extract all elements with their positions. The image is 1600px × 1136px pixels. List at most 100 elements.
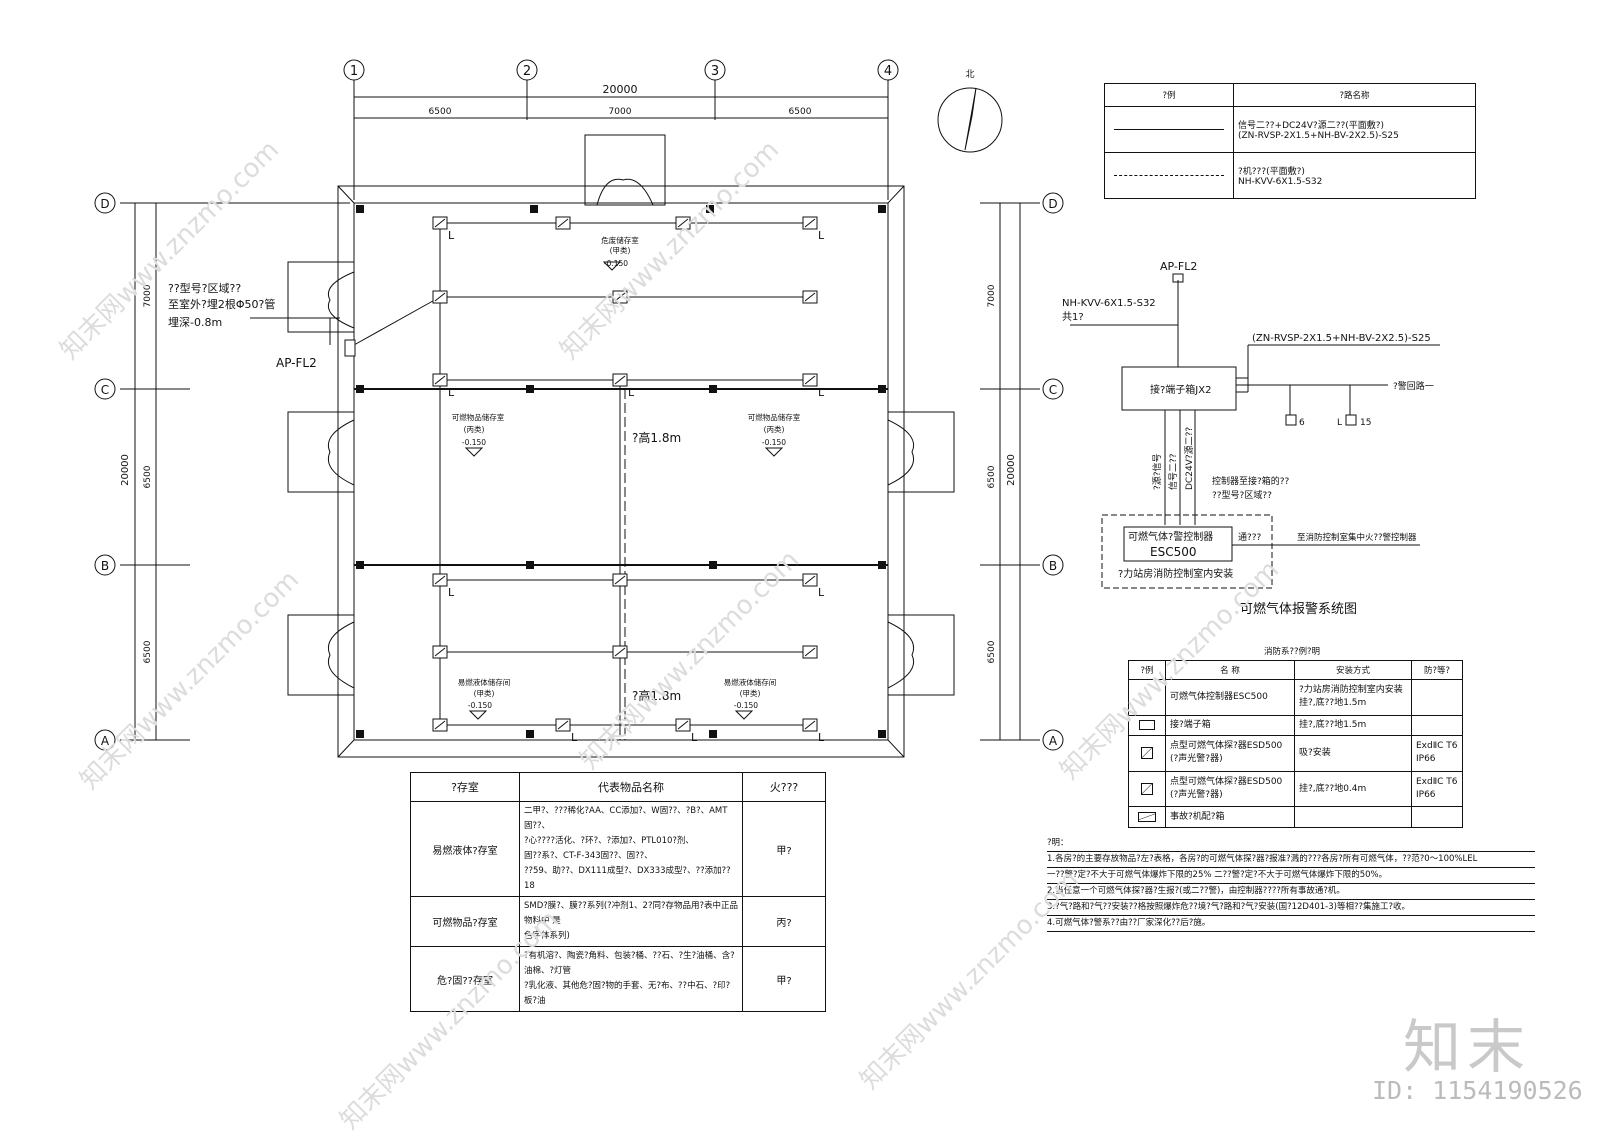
sys-controller-3: ?力站房消防控制室内安装 <box>1118 567 1233 580</box>
cable-note-1: ??型号?区域?? <box>168 281 241 295</box>
axis-label-D-left: D <box>100 197 109 211</box>
sys-to-center: 至消防控制室集中火??警控制器 <box>1297 532 1417 543</box>
axis-bubble-4 <box>877 59 899 81</box>
sys-v2: 信号二?? <box>1167 453 1179 490</box>
sys-ap-label: AP-FL2 <box>1160 260 1197 273</box>
dim-row-3-right: 6500 <box>987 640 997 663</box>
axis-bubble-A-left <box>94 729 116 751</box>
axis-bubble-D-left <box>94 192 116 214</box>
dim-row-2-right: 6500 <box>987 465 997 488</box>
equip-row-3-mount1: 吸?安装 <box>1294 735 1412 772</box>
cable-note-2: 至室外?埋2根Φ50?管 <box>168 297 275 311</box>
axis-bubble-1 <box>343 59 365 81</box>
equip-header-name: 名 称 <box>1165 660 1295 680</box>
sys-cable-a: NH-KVV-6X1.5-S32 <box>1062 298 1156 309</box>
store-row-1-item-2: ?心????活化、?环?、?添加?、PTL010?剂、 <box>524 836 694 846</box>
notes-title: ?明： <box>1047 836 1535 852</box>
sys-controller-2: ESC500 <box>1150 545 1196 559</box>
axis-bubble-3 <box>704 59 726 81</box>
sys-to-loop: ?警回路一 <box>1393 380 1434 392</box>
notes-line-4: 3.?气?路和?气??安装??格按照爆炸危??境?气?路和?气?安装(国?12D… <box>1047 900 1535 916</box>
legend-header-name: ?路名称 <box>1233 83 1476 107</box>
detector-wall-mark: L <box>818 731 825 744</box>
axis-bubble-C-left <box>94 378 116 400</box>
legend-row-2-desc2: NH-KVV-6X1.5-S32 <box>1238 177 1323 187</box>
axis-label-B-left: B <box>101 559 109 573</box>
room-midright-level: -0.150 <box>762 438 786 447</box>
axis-bubble-B-left <box>94 554 116 576</box>
sys-L: L <box>1337 418 1342 428</box>
store-row-2-item-2: 色字体系列) <box>524 931 570 941</box>
equip-row-1-name: 可燃气体控制器ESC500 <box>1165 679 1295 716</box>
legend-header-symbol: ?例 <box>1104 83 1234 107</box>
building-outline <box>337 185 905 758</box>
detector-wall-mark: L <box>628 386 635 399</box>
store-header-room: ?存室 <box>410 772 520 802</box>
dim-row-1-left: 7000 <box>143 284 153 307</box>
detector-wall-mark: L <box>818 586 825 599</box>
sys-v1: ?源?信号 <box>1151 453 1163 490</box>
room-botleft-level: -0.150 <box>468 701 492 710</box>
legend-dashed-line-icon <box>1104 152 1234 199</box>
room-midleft-level: -0.150 <box>462 438 486 447</box>
equip-row-3-rating2: IP66 <box>1416 754 1436 765</box>
axis-bubble-D-right <box>1042 192 1064 214</box>
store-row-2-item-1: SMD?膜?、膜??系列(?冲剂1、2?同?存物品用?表中正品物料中 是 <box>524 901 739 926</box>
axis-label-A-right: A <box>1049 734 1058 748</box>
dim-total-left: 20000 <box>120 454 131 486</box>
sys-cable-a2: 共1? <box>1062 311 1084 323</box>
axis-label-3: 3 <box>711 64 719 79</box>
gas-detector-ceiling-icon <box>1128 735 1166 772</box>
dim-col-3: 6500 <box>789 107 812 117</box>
equip-row-4-mount1: 挂?,底??地0.4m <box>1294 770 1412 808</box>
equip-row-2-mount1: 挂?,底??地1.5m <box>1294 714 1412 737</box>
room-midleft-class: (丙类) <box>464 424 485 434</box>
wall-height-note-2: ?高1.8m <box>632 688 681 703</box>
store-row-3-fire: 甲? <box>742 946 826 1012</box>
detector-wall-mark: L <box>571 731 578 744</box>
detector-wall-mark: L <box>448 229 455 242</box>
dim-row-2-left: 6500 <box>143 465 153 488</box>
notes-line-2: 一??警?定?不大于可燃气体爆炸下限的25% 二??警?定?不大于可燃气体爆炸下… <box>1047 868 1535 884</box>
store-row-2-room: 可燃物品?存室 <box>410 896 520 947</box>
jx2-junction-box <box>1121 366 1237 411</box>
sys-count-15: 15 <box>1360 418 1371 428</box>
store-row-1-item-3: 固??系?、CT-F-343固??、固??、 <box>524 851 653 861</box>
store-row-1-fire: 甲? <box>742 801 826 897</box>
store-header-items: 代表物品名称 <box>519 772 743 802</box>
notes-line-3: 2.当任意一个可燃气体探?器?生报?(或二??警)，由控制器????所有事故通?… <box>1047 884 1535 900</box>
cable-note-3: 埋深-0.8m <box>168 316 222 329</box>
dim-col-1: 6500 <box>429 107 452 117</box>
sys-comm: 通??? <box>1238 532 1262 543</box>
equip-header-rating: 防?等? <box>1411 660 1463 680</box>
axis-label-B-right: B <box>1049 559 1057 573</box>
watermark-logo: 知末 <box>1403 1013 1532 1081</box>
store-row-3-room: 危?固??存室 <box>410 946 520 1012</box>
dim-col-2: 7000 <box>609 107 632 117</box>
room-top-name: 危废储存室 <box>601 235 639 245</box>
store-row-2-fire: 丙? <box>742 896 826 947</box>
room-midright-name: 可燃物品储存室 <box>748 412 801 422</box>
room-midleft-name: 可燃物品储存室 <box>452 412 505 422</box>
equip-icon-blank <box>1128 679 1166 716</box>
room-botleft-name: 易燃液体储存间 <box>458 677 511 687</box>
storage-rooms-table: ?存室 代表物品名称 火??? 易燃液体?存室 二甲?、???稀化?AA、CC添… <box>410 772 826 1012</box>
equip-row-1-mount2: 挂?,底??地1.5m <box>1299 698 1367 709</box>
store-row-1-item-4: ??59、助??、DX111成型?、DX333成型?、??添加??18 <box>524 866 731 891</box>
equip-row-3-name2: (?声光警?器) <box>1170 754 1223 765</box>
system-diagram-title: 可燃气体报警系统图 <box>1240 601 1357 617</box>
sys-ctrl-note-2: ??型号?区域?? <box>1212 489 1272 501</box>
store-row-3-item-1: ?有机溶?、陶瓷?角料、包装?桶、??石、?生?油桶、含?油棉、?灯管 <box>524 951 735 976</box>
axis-bubble-B-right <box>1042 554 1064 576</box>
store-row-1-room: 易燃液体?存室 <box>410 801 520 897</box>
dim-row-3-left: 6500 <box>143 640 153 663</box>
sys-cable-b: (ZN-RVSP-2X1.5+NH-BV-2X2.5)-S25 <box>1252 333 1431 344</box>
wall-height-note-1: ?高1.8m <box>632 430 681 445</box>
equip-row-2-name: 接?端子箱 <box>1165 714 1295 737</box>
legend-row-1-desc1: 信号二??+DC24V?源二??(平面敷?) <box>1238 121 1385 131</box>
room-top-level: -0.150 <box>604 259 628 268</box>
axis-label-2: 2 <box>523 64 531 79</box>
room-midright-class: (丙类) <box>764 424 785 434</box>
equip-row-3-name: 点型可燃气体探?器ESD500 <box>1170 741 1283 752</box>
equip-header-mount: 安装方式 <box>1294 660 1412 680</box>
